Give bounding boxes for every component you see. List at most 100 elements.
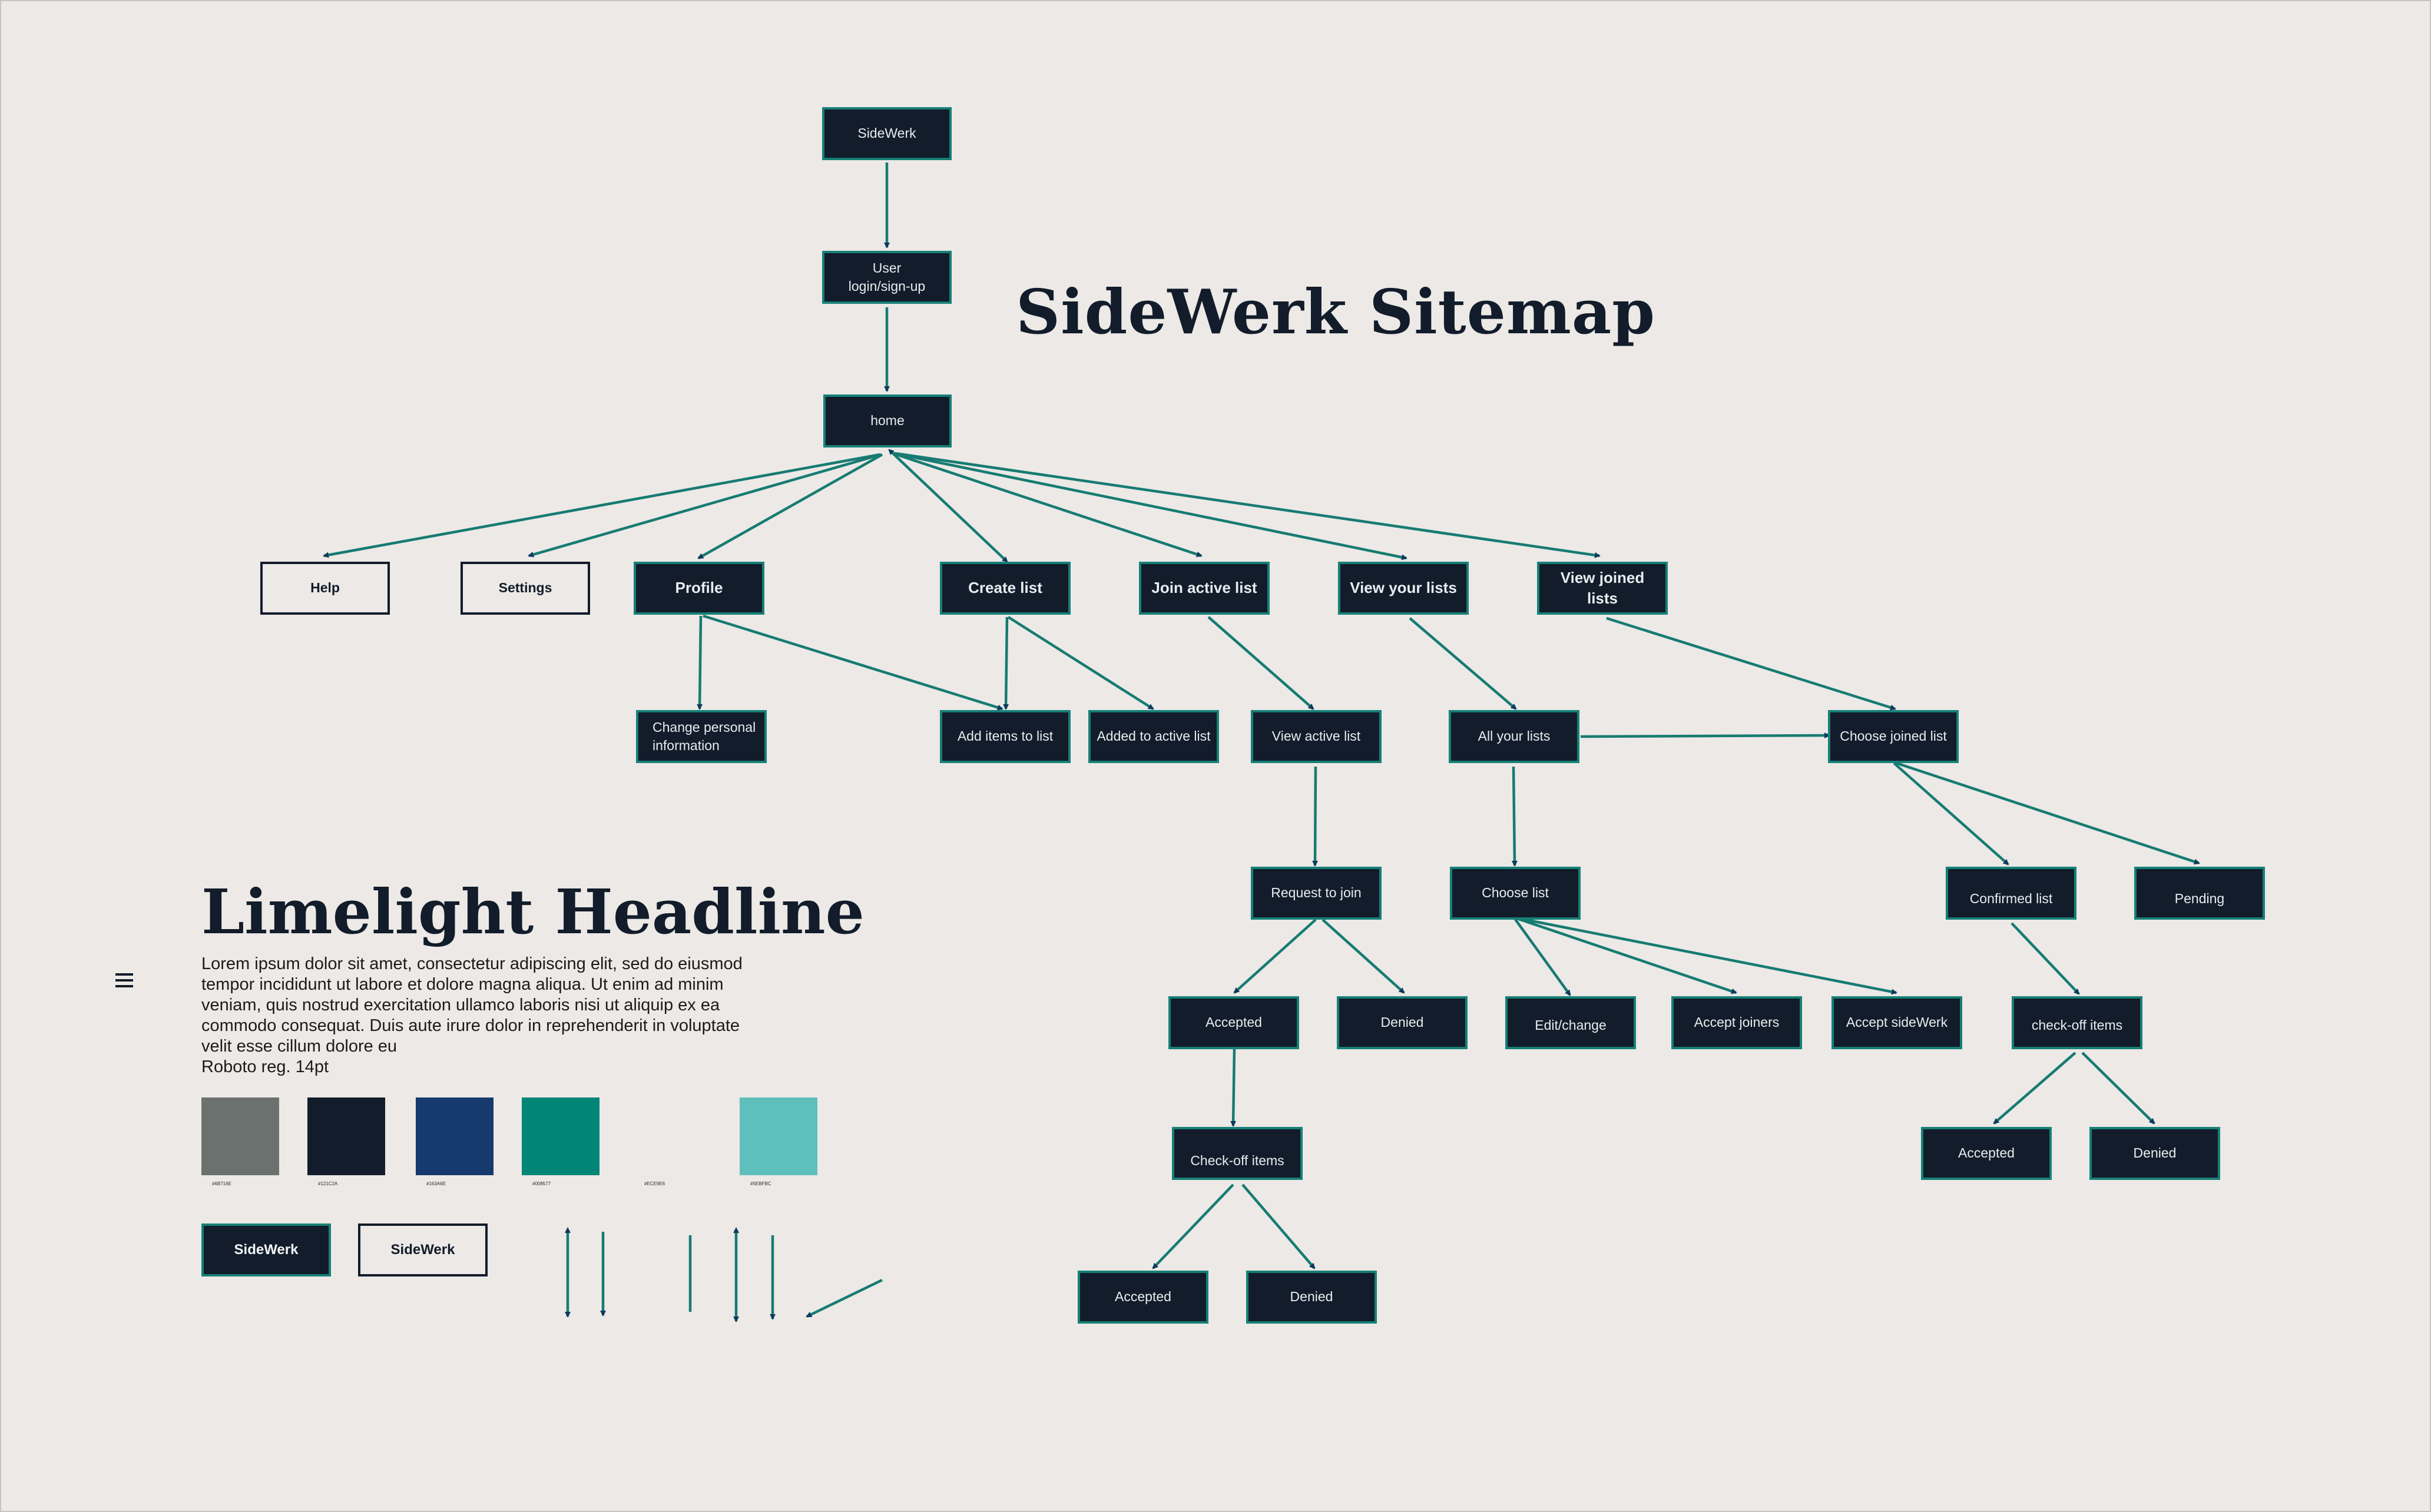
- node-create-list[interactable]: Create list: [940, 562, 1071, 615]
- color-swatch-label: #121C2A: [318, 1181, 338, 1186]
- page-title: SideWerk Sitemap: [1016, 276, 1656, 348]
- node-label: All your lists: [1478, 728, 1551, 744]
- node-label: Pending: [2174, 891, 2225, 907]
- style-body-text: Lorem ipsum dolor sit amet, consectetur …: [201, 954, 749, 1077]
- edge-view-joined-choose-joined: [1606, 616, 1896, 711]
- edge-join-view-active: [1207, 616, 1314, 710]
- node-accepted-right[interactable]: Accepted: [1921, 1127, 2052, 1180]
- node-denied-right[interactable]: Denied: [2089, 1127, 2220, 1180]
- node-request-to-join[interactable]: Request to join: [1251, 867, 1382, 920]
- node-edit-change[interactable]: Edit/change: [1505, 996, 1636, 1049]
- node-label: Accept sideWerk: [1846, 1014, 1948, 1030]
- edge-checkoff-right-denied: [2081, 1052, 2155, 1125]
- node-accepted[interactable]: Accepted: [1168, 996, 1299, 1049]
- node-help[interactable]: Help: [260, 562, 390, 615]
- node-label: Check-off items: [1190, 1153, 1284, 1169]
- node-confirmed-list[interactable]: Confirmed list: [1946, 867, 2076, 920]
- color-swatch-label: #163A6E: [426, 1181, 446, 1186]
- node-label: Profile: [675, 579, 723, 597]
- edge-home-create: [888, 449, 1008, 563]
- node-accept-sidewerk[interactable]: Accept sideWerk: [1831, 996, 1962, 1049]
- node-label: Accepted: [1115, 1289, 1171, 1305]
- color-swatch: [522, 1097, 600, 1175]
- node-label: Change personal: [653, 719, 756, 735]
- node-label: View your lists: [1350, 579, 1457, 597]
- node-denied[interactable]: Denied: [1337, 996, 1468, 1049]
- node-label: Denied: [1290, 1289, 1333, 1305]
- node-label: check-off items: [2031, 1017, 2123, 1033]
- node-denied-left[interactable]: Denied: [1246, 1271, 1377, 1324]
- node-label: information: [653, 738, 720, 753]
- node-accepted-left[interactable]: Accepted: [1078, 1271, 1208, 1324]
- edge-view-your-all: [1409, 617, 1517, 710]
- edge-checkoff-left-denied: [1241, 1183, 1316, 1269]
- edge-request-accepted: [1233, 919, 1317, 994]
- edge-choose-joined-confirmed: [1893, 762, 2009, 866]
- node-label: Denied: [1380, 1014, 1424, 1030]
- node-join-active-list[interactable]: Join active list: [1139, 562, 1270, 615]
- color-swatch-label: #6B716E: [212, 1181, 231, 1186]
- node-profile[interactable]: Profile: [634, 562, 764, 615]
- color-swatch-label: #008577: [532, 1181, 551, 1186]
- edge-accepted-checkoff: [1230, 1047, 1237, 1127]
- edge-home-settings: [528, 453, 882, 558]
- node-label: Choose list: [1482, 885, 1549, 901]
- node-choose-joined-list[interactable]: Choose joined list: [1828, 710, 1959, 763]
- edge-confirmed-checkoff: [2011, 922, 2080, 995]
- edge-home-view-joined: [895, 452, 1601, 558]
- node-label: View active list: [1271, 728, 1361, 744]
- color-swatch: [634, 1097, 711, 1175]
- node-accept-joiners[interactable]: Accept joiners: [1671, 996, 1802, 1049]
- node-label: Choose joined list: [1840, 728, 1947, 744]
- edge-create-add: [1003, 616, 1009, 710]
- node-check-off-items-right[interactable]: check-off items: [2012, 996, 2142, 1049]
- node-label: Accepted: [1205, 1014, 1262, 1030]
- edge-request-denied: [1322, 919, 1405, 994]
- color-swatch-label: #ECE9E6: [644, 1181, 665, 1186]
- sample-button-outlined[interactable]: SideWerk: [358, 1223, 488, 1276]
- node-label: Create list: [968, 579, 1042, 597]
- node-view-active-list[interactable]: View active list: [1251, 710, 1382, 763]
- node-view-your-lists[interactable]: View your lists: [1338, 562, 1469, 615]
- node-change-personal-info[interactable]: Change personal information: [636, 710, 767, 763]
- node-label: Accept joiners: [1694, 1014, 1780, 1030]
- node-settings[interactable]: Settings: [461, 562, 590, 615]
- node-sidewerk[interactable]: SideWerk: [822, 107, 952, 160]
- node-pending[interactable]: Pending: [2134, 867, 2265, 920]
- node-label: Join active list: [1151, 579, 1257, 597]
- edge-all-choose-joined: [1580, 732, 1830, 739]
- font-note: Roboto reg. 14pt: [201, 1057, 329, 1076]
- node-label: Help: [310, 580, 340, 596]
- edge-home-profile: [697, 453, 883, 559]
- color-swatch-label: #5EBFBC: [750, 1181, 771, 1186]
- node-label: User: [872, 260, 902, 276]
- edge-view-active-request: [1312, 766, 1319, 867]
- edge-home-join: [892, 452, 1203, 558]
- node-label: home: [870, 413, 905, 429]
- lorem-paragraph: Lorem ipsum dolor sit amet, consectetur …: [201, 954, 743, 1056]
- node-label: SideWerk: [857, 125, 916, 141]
- edge-home-view-your: [893, 452, 1407, 561]
- node-label: Add items to list: [957, 728, 1054, 744]
- edge-choose-edit: [1513, 917, 1571, 996]
- edge-home-help: [323, 453, 880, 558]
- node-label: Added to active list: [1097, 728, 1211, 744]
- node-label: View joined lists: [1560, 568, 1645, 607]
- node-all-your-lists[interactable]: All your lists: [1449, 710, 1579, 763]
- hamburger-icon[interactable]: [115, 973, 133, 987]
- edge-checkoff-left-accepted: [1152, 1183, 1234, 1269]
- node-add-items[interactable]: Add items to list: [940, 710, 1071, 763]
- sample-button-filled[interactable]: SideWerk: [201, 1223, 331, 1276]
- node-check-off-items-left[interactable]: Check-off items: [1172, 1127, 1303, 1180]
- node-label: Accepted: [1958, 1145, 2015, 1161]
- node-home[interactable]: home: [823, 394, 952, 447]
- edge-all-choose-list: [1511, 766, 1518, 867]
- node-label: Request to join: [1271, 885, 1362, 901]
- edge-choose-joined-pending: [1896, 761, 2200, 865]
- node-choose-list[interactable]: Choose list: [1450, 867, 1581, 920]
- node-view-joined-lists[interactable]: View joined lists: [1537, 562, 1668, 615]
- node-label: Denied: [2133, 1145, 2177, 1161]
- node-added-to-active[interactable]: Added to active list: [1088, 710, 1219, 763]
- color-swatch: [416, 1097, 494, 1175]
